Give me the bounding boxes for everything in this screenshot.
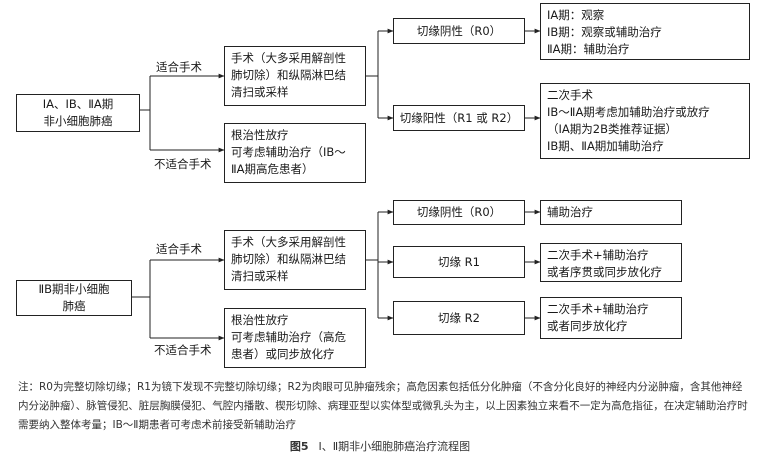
margin-r2-box: 切缘 R2 [393, 301, 525, 335]
surgery-box-2: 手术（大多采用解剖性 肺切除）和纵隔淋巴结 清扫或采样 [224, 230, 366, 290]
suitable-surgery-label: 适合手术 [156, 60, 202, 74]
stage-2b-root-box: ⅡB期非小细胞 肺癌 [16, 280, 132, 316]
r0-outcome-box-2: 辅助治疗 [540, 200, 682, 225]
r1-r2-outcome-box: 二次手术 ⅠB～ⅡA期考虑加辅助治疗或放疗 （ⅠA期为2B类推荐证据） ⅠB期、… [540, 83, 750, 159]
figure-title: Ⅰ、Ⅱ期非小细胞肺癌治疗流程图 [318, 440, 471, 453]
suitable-surgery-label-2: 适合手术 [156, 242, 202, 256]
margin-positive-r1-r2-box: 切缘阳性（R1 或 R2） [393, 105, 525, 131]
stage-1-root-box: ⅠA、ⅠB、ⅡA期 非小细胞肺癌 [16, 94, 140, 132]
footnote: 注：R0为完整切除切缘；R1为镜下发现不完整切除切缘；R2为肉眼可见肿瘤残余；高… [18, 381, 748, 431]
r1-outcome-box: 二次手术+辅助治疗 或者序贯或同步放化疗 [540, 243, 682, 282]
margin-r1-box: 切缘 R1 [393, 246, 525, 278]
radical-radiotherapy-box: 根治性放疗 可考虑辅助治疗（ⅠB～ ⅡA期高危患者） [224, 123, 366, 183]
unsuitable-surgery-label: 不适合手术 [154, 157, 212, 171]
r0-outcome-box: ⅠA期：观察 ⅠB期：观察或辅助治疗 ⅡA期：辅助治疗 [540, 3, 750, 60]
r2-outcome-box: 二次手术+辅助治疗 或者同步放化疗 [540, 297, 682, 339]
surgery-box: 手术（大多采用解剖性 肺切除）和纵隔淋巴结 清扫或采样 [224, 46, 366, 106]
radical-radiotherapy-box-2: 根治性放疗 可考虑辅助治疗（高危 患者）或同步放化疗 [224, 308, 366, 368]
margin-negative-r0-box-2: 切缘阴性（R0） [393, 200, 525, 225]
unsuitable-surgery-label-2: 不适合手术 [154, 343, 212, 357]
figure-number: 图5 [289, 440, 309, 453]
figure-caption: 图5 Ⅰ、Ⅱ期非小细胞肺癌治疗流程图 [0, 439, 760, 454]
margin-negative-r0-box: 切缘阴性（R0） [393, 18, 525, 44]
